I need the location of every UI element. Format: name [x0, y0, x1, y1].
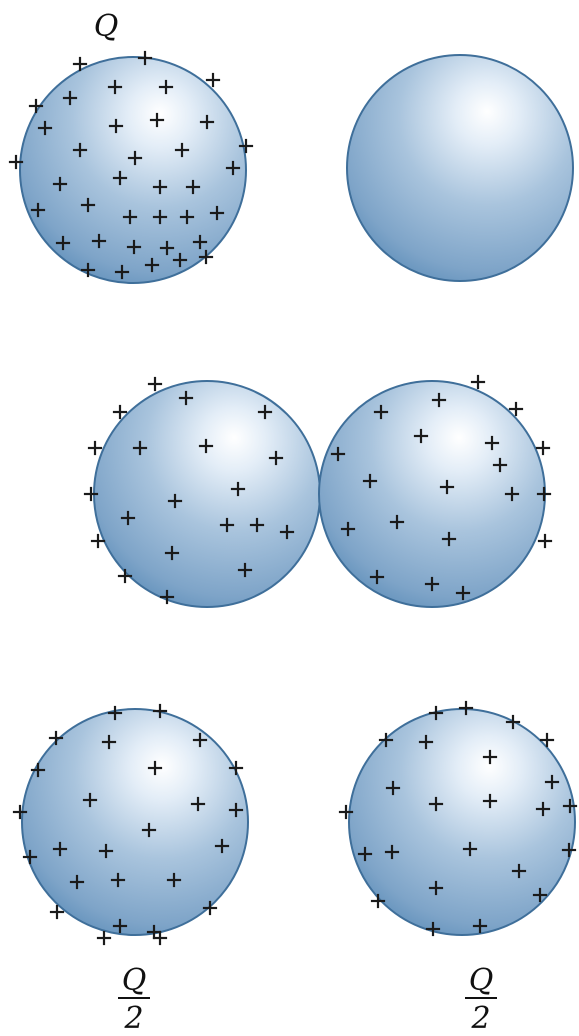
fraction-right-denominator: 2 — [470, 1001, 490, 1036]
charged-sphere — [10, 52, 252, 283]
contact-sphere-right — [319, 376, 551, 607]
fraction-left-numerator: Q — [122, 963, 147, 998]
plus-sign — [98, 932, 110, 944]
charge-label-q: Q — [94, 9, 119, 44]
top-panel: Q — [10, 9, 573, 283]
fraction-left: Q 2 — [118, 963, 150, 1036]
fraction-left-denominator: 2 — [123, 1001, 143, 1036]
neutral-sphere — [347, 55, 573, 281]
plus-sign — [89, 442, 101, 454]
sphere-body — [347, 55, 573, 281]
plus-sign — [149, 378, 161, 390]
plus-sign — [537, 442, 549, 454]
separated-sphere-left — [14, 705, 248, 944]
fraction-right: Q 2 — [465, 963, 497, 1036]
plus-sign — [539, 535, 551, 547]
plus-sign — [472, 376, 484, 388]
plus-sign — [207, 74, 219, 86]
sphere-body — [94, 381, 320, 607]
fraction-right-numerator: Q — [469, 963, 494, 998]
contact-sphere-left — [85, 378, 320, 607]
bottom-panel: Q 2 Q 2 — [14, 702, 576, 1036]
separated-sphere-right — [340, 702, 576, 935]
middle-panel — [85, 376, 551, 607]
